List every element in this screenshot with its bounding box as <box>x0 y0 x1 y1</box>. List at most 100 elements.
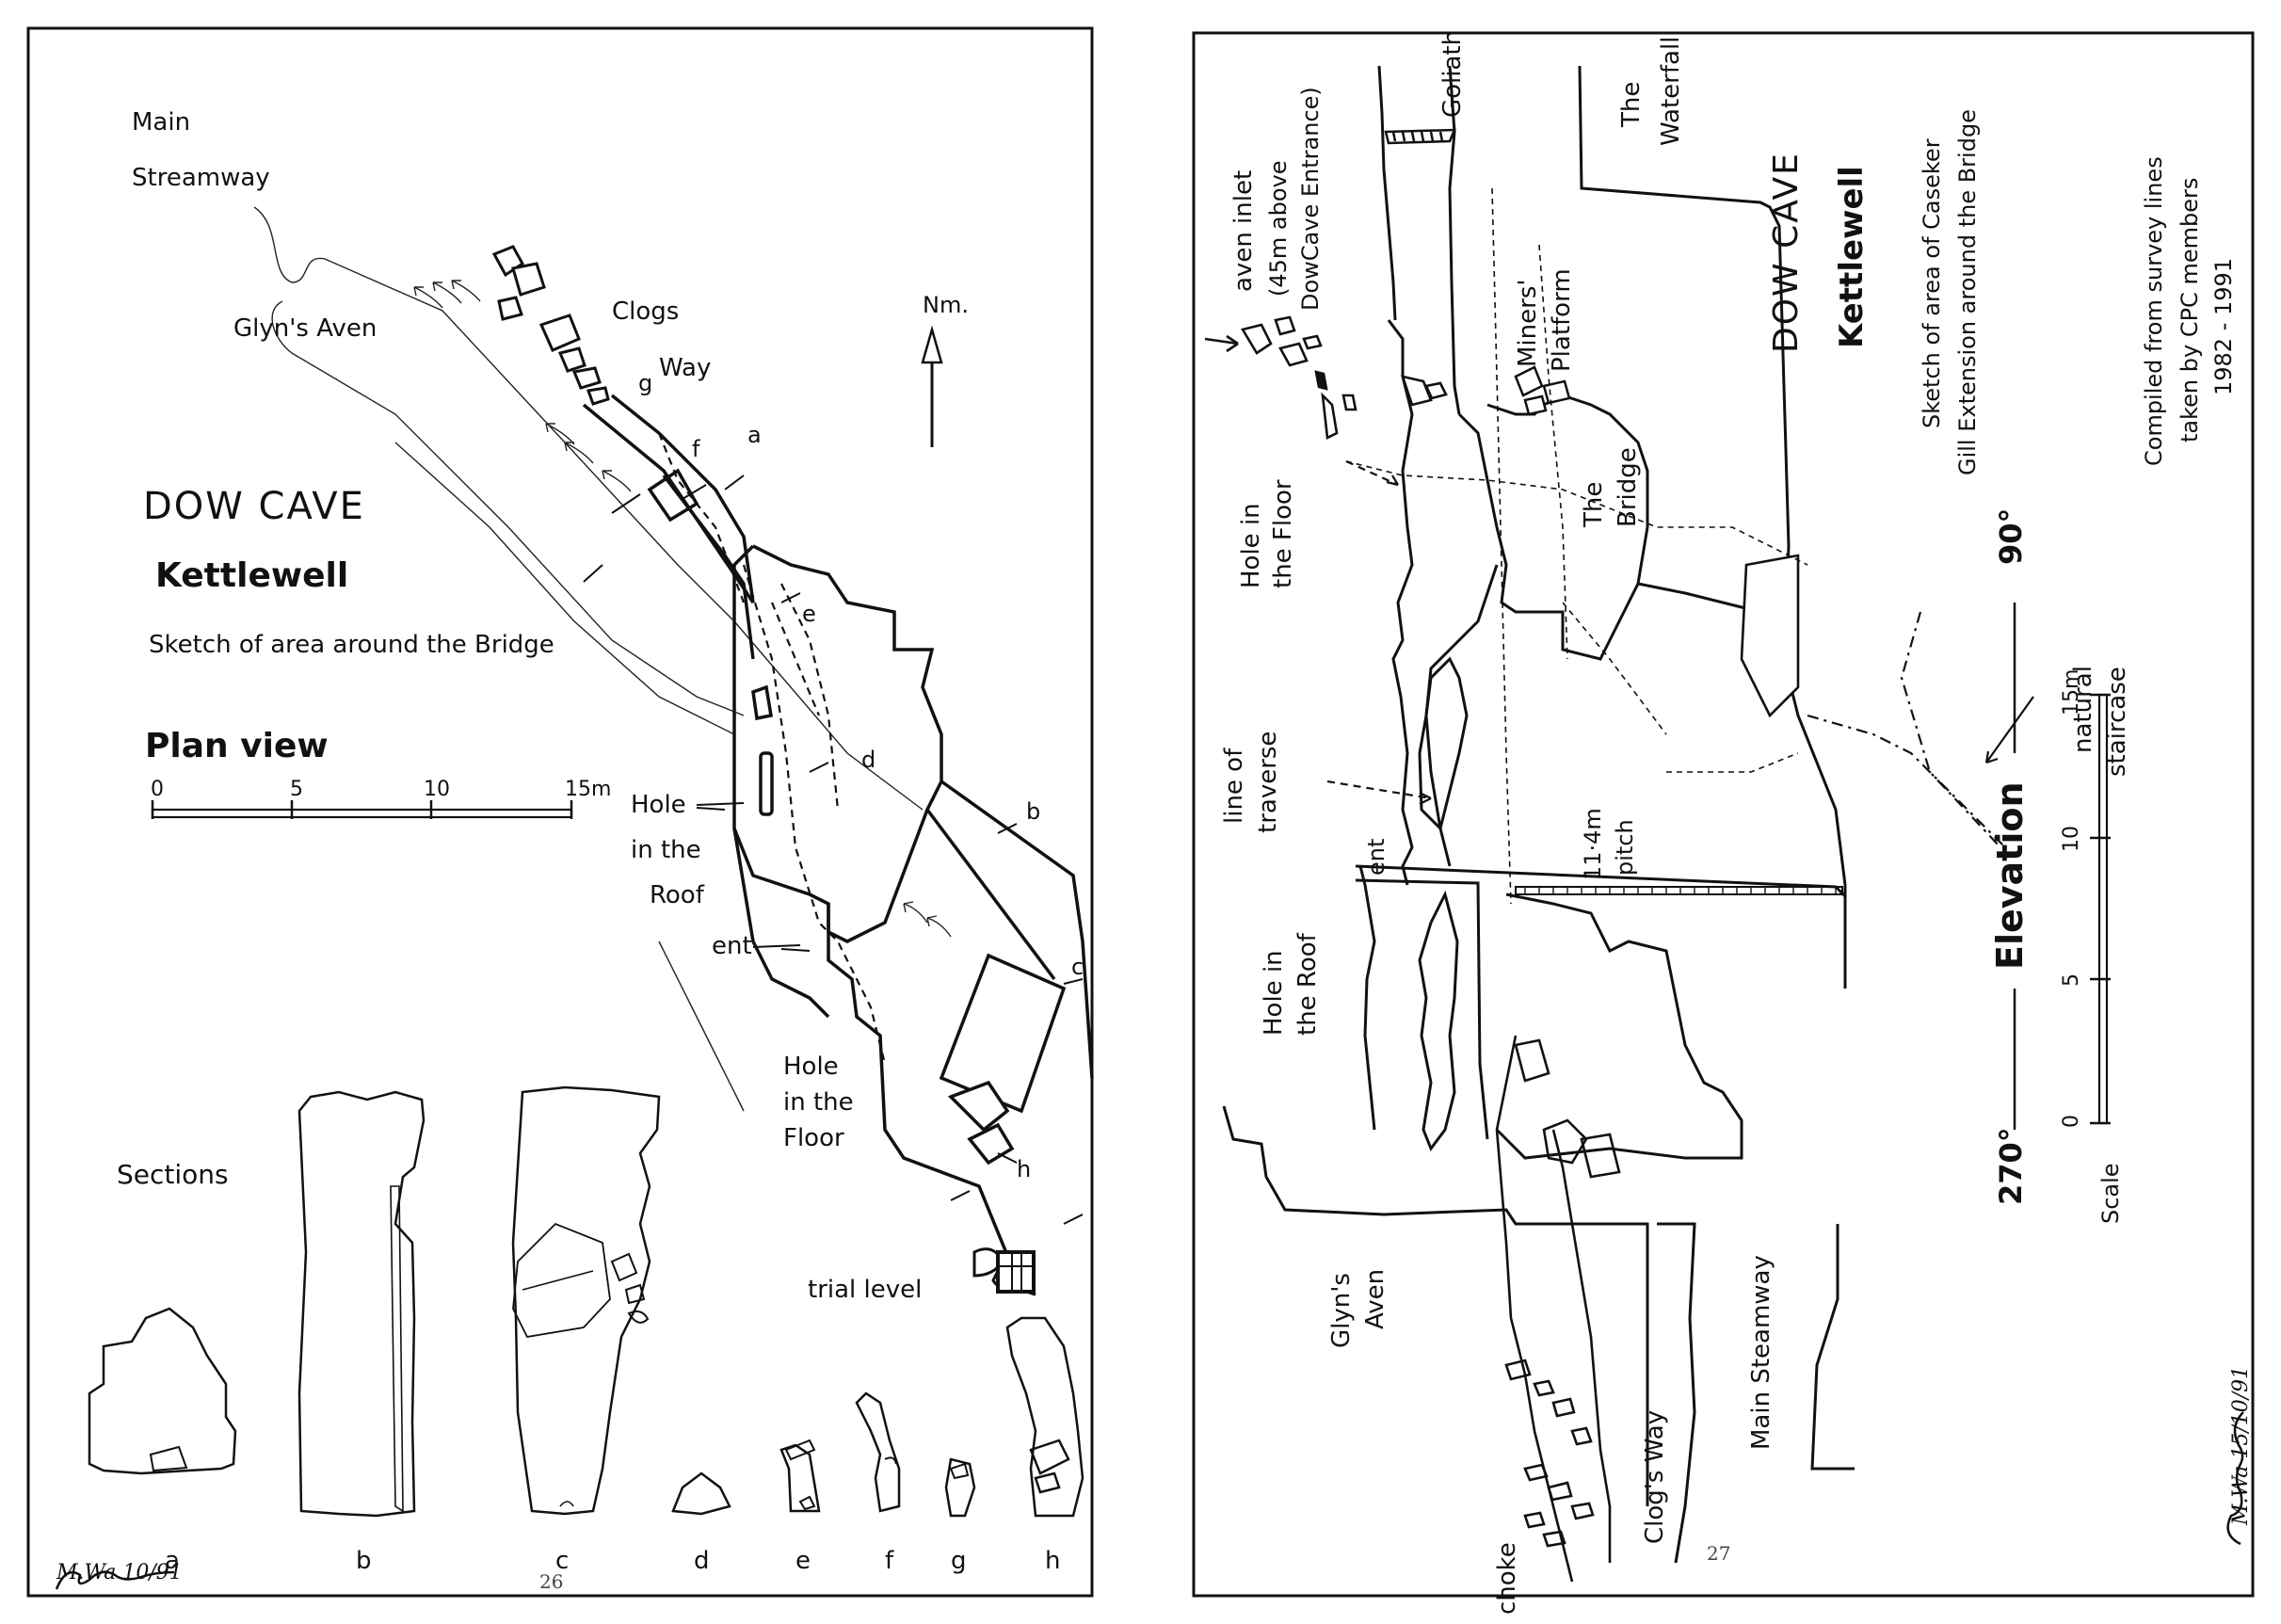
section-d-outline <box>671 1471 731 1516</box>
section-e-outline <box>779 1443 821 1513</box>
aven-inlet-label-3: DowCave Entrance) <box>1297 87 1324 311</box>
right-description-2: Gill Extension around the Bridge <box>1954 109 1981 475</box>
section-b-outline <box>297 1090 426 1518</box>
left-page-plan-view: Main Streamway Glyn's Aven Clogs Way g f… <box>0 0 1120 1624</box>
plan-drawing <box>26 26 1094 1598</box>
section-marker-e: e <box>802 601 816 627</box>
hole-roof-label-1: Hole <box>631 791 686 819</box>
elev-scale-tick-0: 0 <box>2060 1115 2083 1128</box>
section-label-f: f <box>885 1547 894 1575</box>
left-page-border <box>26 26 1094 1598</box>
choke-label: choke <box>1493 1542 1521 1615</box>
hole-roof-label-2: in the <box>631 836 701 864</box>
right-title: DOW CAVE <box>1767 152 1806 353</box>
main-streamway-passage <box>253 206 924 1112</box>
ent-label-right: ent <box>1363 838 1389 876</box>
hole-floor-label-2: the Floor <box>1269 479 1297 588</box>
bridge-label-1: The <box>1580 481 1608 527</box>
pitch-label-2: pitch <box>1612 819 1638 876</box>
bridge-label-2: Bridge <box>1614 447 1642 527</box>
right-page-number: 27 <box>1707 1542 1731 1565</box>
section-marker-b: b <box>1026 798 1041 825</box>
pitch-ladder <box>1515 886 1843 895</box>
pitch-label-1: 11·4m <box>1580 808 1606 880</box>
bearing-right-label: 90° <box>1993 507 2029 565</box>
elevation-label: Elevation <box>1989 781 2031 970</box>
clogs-way-label-2: Way <box>659 354 712 382</box>
main-streamway-label-2: Streamway <box>132 164 270 192</box>
aven-inlet-label-1: aven inlet <box>1229 169 1258 292</box>
compiled-line-2: taken by CPC members <box>2177 177 2203 442</box>
sections-title: Sections <box>117 1159 229 1190</box>
elev-scale-tick-10: 10 <box>2060 826 2083 852</box>
scale-tick-5: 5 <box>290 778 303 801</box>
aven-inlet-boulders <box>1240 315 1448 440</box>
traverse-label-1: line of <box>1220 748 1248 824</box>
left-signature: M.Wa 10/91 <box>56 1561 183 1584</box>
clogs-way-boulders <box>491 245 610 406</box>
plan-view-label: Plan view <box>145 727 329 765</box>
left-description: Sketch of area around the Bridge <box>149 631 554 659</box>
bearing-left-label: 270° <box>1993 1127 2029 1205</box>
section-label-e: e <box>795 1547 811 1575</box>
section-marker-h: h <box>1017 1156 1032 1182</box>
scale-tick-0: 0 <box>151 778 164 801</box>
natural-staircase-label-2: staircase <box>2103 667 2131 777</box>
section-label-a: a <box>165 1547 180 1575</box>
section-marker-a: a <box>747 422 762 448</box>
section-a-outline <box>88 1307 237 1475</box>
scale-bar <box>151 800 573 819</box>
section-label-g: g <box>951 1547 967 1575</box>
main-streamway-label-1: Main <box>132 108 191 137</box>
elev-scale-tick-5: 5 <box>2060 973 2083 987</box>
hole-roof-label-2-right: the Roof <box>1293 933 1322 1036</box>
section-marker-f: f <box>692 436 700 462</box>
section-marker-g: g <box>638 370 653 396</box>
section-marker-c: c <box>1071 954 1084 980</box>
miners-platform-label-2: Platform <box>1548 268 1576 372</box>
upper-passage-walls <box>1358 65 1649 1131</box>
section-label-b: b <box>356 1547 372 1575</box>
hole-floor-label-1: Hole in <box>1237 503 1265 588</box>
compiled-line-1: Compiled from survey lines <box>2141 156 2167 466</box>
right-page-elevation: Goliath The Waterfall aven inlet (45m ab… <box>1120 0 2281 1624</box>
main-steamway-label: Main Steamway <box>1747 1255 1775 1450</box>
hole-floor-label-2: in the <box>783 1088 854 1117</box>
compiled-line-3: 1982 - 1991 <box>2210 257 2237 395</box>
right-description-1: Sketch of area of Caseker <box>1919 138 1945 428</box>
section-h-outline <box>1005 1316 1084 1518</box>
right-signature: M.Wa 15/10/91 <box>2229 1365 2253 1525</box>
elevation-survey-lines <box>1345 187 1808 905</box>
north-arrow <box>921 325 943 447</box>
section-label-c: c <box>555 1547 570 1575</box>
waterfall-label-2: Waterfall <box>1657 36 1685 146</box>
boulder-block <box>939 953 1067 1166</box>
left-page-number: 26 <box>539 1570 564 1593</box>
trial-level-label: trial level <box>808 1276 923 1304</box>
clogs-way-label-right: Clog's Way <box>1641 1409 1669 1544</box>
miners-platform <box>1514 365 1571 416</box>
indicator-arrows <box>1326 459 2034 848</box>
glyns-aven-label: Glyn's Aven <box>233 314 377 343</box>
goliath-label: Goliath <box>1438 29 1467 118</box>
glyns-aven-label-2: Aven <box>1361 1268 1389 1329</box>
clogs-way-label-1: Clogs <box>612 297 680 326</box>
section-f-outline <box>855 1391 901 1513</box>
hole-roof-label-3: Roof <box>650 881 704 909</box>
section-marker-lines <box>583 474 1084 1225</box>
section-g-outline <box>944 1457 976 1518</box>
section-marker-d: d <box>861 747 876 773</box>
left-subtitle: Kettlewell <box>155 556 349 595</box>
hole-roof-label-1-right: Hole in <box>1260 950 1288 1036</box>
trial-level-features <box>972 1247 1036 1294</box>
aven-inlet-label-2: (45m above <box>1265 160 1292 297</box>
north-label: Nm. <box>923 292 969 318</box>
survey-dashed-lines <box>657 432 887 1065</box>
elevation-scale-bar <box>2090 693 2111 1125</box>
aven-inlet-arrow <box>1204 334 1239 353</box>
scale-tick-10: 10 <box>424 778 450 801</box>
section-label-h: h <box>1045 1547 1061 1575</box>
scale-tick-15m: 15m <box>565 778 612 801</box>
hole-floor-label-3: Floor <box>783 1124 844 1152</box>
the-bridge-block <box>1740 554 1800 718</box>
